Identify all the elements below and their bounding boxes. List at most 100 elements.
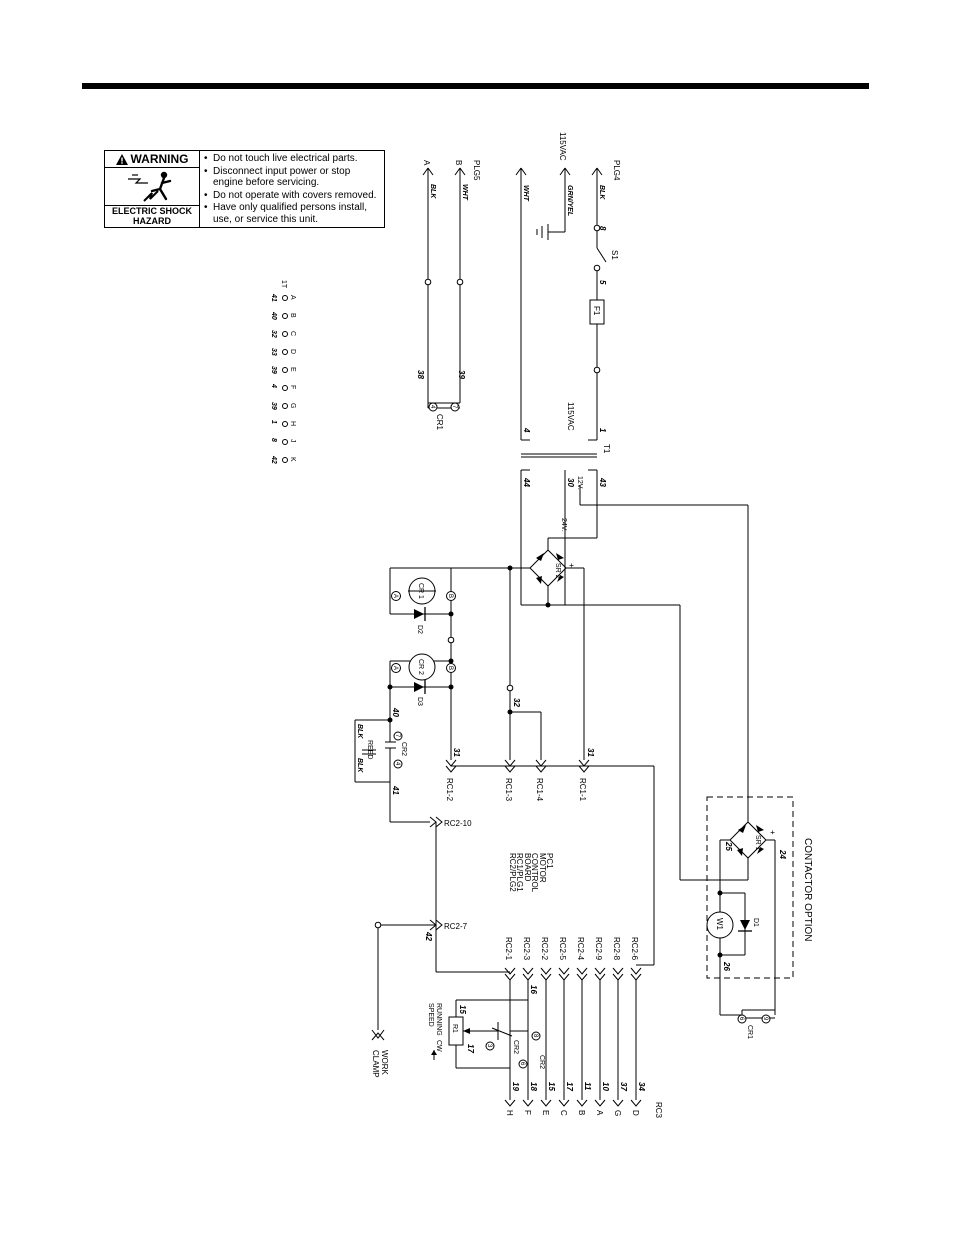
- rc3-pin-connector: [594, 1099, 606, 1107]
- rc3-wire-number: 11: [583, 1082, 592, 1091]
- wire-30: 30: [566, 478, 575, 487]
- rc2-pin-connector: [522, 967, 534, 981]
- terminal-wire-number: 33: [270, 348, 277, 356]
- wire-40: 40: [391, 707, 400, 717]
- terminal-letter: D: [289, 349, 296, 354]
- cr1-contact-4: 4: [429, 405, 435, 409]
- terminal-letter: J: [289, 439, 296, 443]
- terminal-wire-number: 39: [270, 366, 277, 374]
- resistor-r1-label: R1: [451, 1024, 458, 1033]
- cr2-terminal-a: A: [392, 666, 398, 670]
- rc2-pin-connector: [594, 967, 606, 981]
- diode-d3-label: D3: [416, 697, 423, 706]
- rc3-pin-connector: [630, 1099, 642, 1107]
- pc1-label-line: RC2/PLG2: [508, 853, 517, 892]
- pc1-label-line: PC1: [545, 853, 554, 869]
- rc2-pin-label: RC2-1: [504, 937, 513, 961]
- terminal-post: [282, 367, 288, 373]
- contactor-option-label: CONTACTOR OPTION: [802, 838, 813, 942]
- terminal-wire-number: 42: [270, 455, 277, 464]
- cr1-contact-7: 7: [451, 405, 457, 409]
- rc3-pin-label: C: [559, 1110, 568, 1116]
- terminal-letter: B: [289, 313, 296, 318]
- terminal-wire-number: 39: [270, 402, 277, 410]
- pc1-label-line: RC1/PLG1: [515, 853, 524, 892]
- terminal-wire-number: 41: [270, 293, 277, 302]
- wire-color-blk: BLK: [356, 724, 363, 739]
- terminal-post: [282, 313, 288, 319]
- cr2-contact-7: 7: [394, 734, 400, 738]
- warning-heading-text: WARNING: [130, 152, 189, 166]
- reed-label: REED: [366, 740, 373, 759]
- voltage-24v: 24V.: [560, 518, 567, 532]
- rc3-label: RC3: [654, 1102, 663, 1119]
- rc3-pin-connector: [612, 1099, 624, 1107]
- wire-31: 31: [586, 748, 595, 757]
- motor-w1-label: W1: [715, 918, 724, 931]
- wire-32: 32: [512, 698, 521, 707]
- rc3-pin-label: B: [577, 1110, 586, 1115]
- wire-15: 15: [458, 1005, 467, 1014]
- sr1-plus: +: [768, 830, 777, 835]
- rc2-pin-label: RC2-2: [540, 937, 549, 961]
- pc1-label-line: MOTOR: [538, 853, 547, 883]
- sr2-label: SR 2: [554, 563, 561, 579]
- wire-color-blk: BLK: [598, 185, 605, 200]
- terminal-wire-number: 40: [270, 311, 277, 320]
- wire-color-wht: WHT: [461, 184, 468, 201]
- transformer-t1: [521, 439, 597, 471]
- plg4-section: PLG4 115VAC WHT GRN/YEL BLK 8 S1 5 F1 11…: [515, 132, 749, 822]
- warning-triangle-icon: [115, 153, 128, 165]
- sr1-label: SR 1: [754, 835, 761, 851]
- terminal-letter: K: [289, 457, 296, 462]
- plg5-section: PLG5 A B BLK WHT 38 39 4 7 CR1: [416, 160, 481, 431]
- rc3-pin-label: A: [595, 1110, 604, 1116]
- diode-d1-label: D1: [752, 918, 759, 927]
- wire-color-blk: BLK: [429, 184, 436, 199]
- terminal-wire-number: 8: [270, 438, 277, 442]
- warning-item: Have only qualified persons install, use…: [204, 202, 380, 225]
- wire-4: 4: [522, 427, 531, 433]
- terminal-letter: G: [289, 403, 296, 408]
- wire-17: 17: [466, 1044, 475, 1053]
- terminal-post: [282, 421, 288, 427]
- rc2-pin-label: RC2-8: [612, 937, 621, 961]
- voltage-12v: 12V.: [576, 476, 583, 490]
- cw-label: CW: [435, 1040, 442, 1052]
- header-rule: [82, 83, 869, 89]
- contactor-option-box: [706, 796, 794, 979]
- cr2-nc-label: CR2: [512, 1040, 519, 1054]
- rc3-pin-connector: [522, 1099, 534, 1107]
- wire-31: 31: [452, 748, 461, 757]
- pin-b-label: B: [454, 160, 463, 165]
- rc3-pin-label: H: [505, 1110, 514, 1116]
- cr2-contact-3: 3: [486, 1044, 492, 1048]
- warning-item: Disconnect input power or stop engine be…: [204, 166, 380, 189]
- wire-5: 5: [598, 280, 607, 285]
- rc3-pin-connector: [558, 1099, 570, 1107]
- wire-26: 26: [722, 961, 731, 971]
- wire-1: 1: [598, 428, 607, 433]
- transformer-t1-label: T1: [602, 444, 611, 454]
- rc2-pin-label: RC2-5: [558, 937, 567, 961]
- rc3-pin-connector: [504, 1099, 516, 1107]
- cr2-contact-6: 6: [519, 1062, 525, 1066]
- wire-25: 25: [724, 841, 733, 851]
- plg4-label: PLG4: [612, 160, 621, 181]
- cr2-contact-8: 8: [532, 1034, 538, 1038]
- rc3-pin-label: F: [523, 1110, 532, 1115]
- rc1-2-label: RC1-2: [445, 778, 454, 802]
- rc2-pin-connector: [504, 967, 516, 981]
- rc1-1-label: RC1-1: [578, 778, 587, 802]
- cr2-contact-label: CR2: [400, 742, 407, 756]
- terminal-wire-number: 4: [270, 383, 277, 388]
- cr1-contact-9: 9: [762, 1017, 768, 1021]
- rc3-pin-connector: [576, 1099, 588, 1107]
- rc2-10-label: RC2-10: [444, 819, 472, 828]
- cr2-label: CR2: [538, 1055, 545, 1069]
- transformer-115vac-label: 115VAC: [566, 402, 575, 431]
